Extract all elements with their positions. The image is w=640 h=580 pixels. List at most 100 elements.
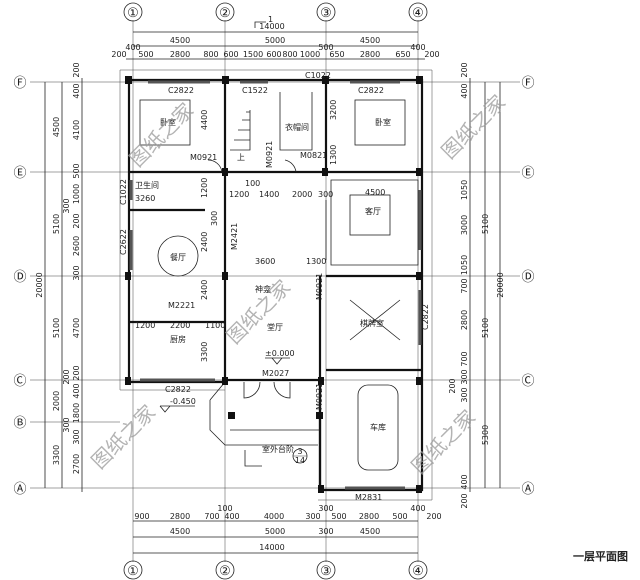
axis-label-2-bottom: ② xyxy=(219,564,231,579)
room-living: 客厅 xyxy=(365,206,381,216)
dim-text: 300 xyxy=(72,265,81,280)
dim-text: 500 xyxy=(392,512,407,521)
axis-label-1-bottom: ① xyxy=(127,564,139,579)
dim-text: 1050 xyxy=(460,255,469,275)
dim-text: 650 xyxy=(329,50,344,59)
window-tag: C2822 xyxy=(421,304,430,330)
dim-text: 2000 xyxy=(52,391,61,411)
dim-text: 300 xyxy=(62,417,71,432)
door-tag: M0821 xyxy=(300,151,327,160)
room-kitchen: 厨房 xyxy=(170,334,186,344)
dim-text: 3200 xyxy=(329,100,338,120)
dim-text: 2800 xyxy=(170,50,190,59)
dim-text: 700 xyxy=(460,278,469,293)
dim-text: 1100 xyxy=(205,321,225,330)
axis-label-D: Ⓓ xyxy=(13,270,26,285)
dimension-lines xyxy=(44,31,501,554)
dim-text: 4700 xyxy=(72,318,81,338)
dim-bottom-total: 14000 xyxy=(259,543,284,552)
dim-text: 200 xyxy=(424,50,439,59)
door-tag: M2027 xyxy=(262,369,289,378)
dim-text: 100 xyxy=(245,179,260,188)
dim-text: 700 xyxy=(460,351,469,366)
axis-label-A: Ⓐ xyxy=(13,482,26,497)
room-labels: 卧室 衣帽间 卧室 卫生间 客厅 餐厅 神龛 堂厅 厨房 棋牌室 车库 上 xyxy=(135,117,391,432)
door-tag: M2421 xyxy=(230,223,239,250)
dim-text: 500 xyxy=(72,163,81,178)
window-tag: C1022 xyxy=(305,71,331,80)
axis-label-3-bottom: ③ xyxy=(320,564,332,579)
dim-text: 800 xyxy=(282,50,297,59)
dim-bottom-bay: 4500 xyxy=(360,527,380,536)
level-marker-icon xyxy=(265,357,290,365)
dim-text: 200 xyxy=(448,378,457,393)
dim-bottom-detail: 900 2800 700 100 400 4000 300 300 300 50… xyxy=(134,504,441,536)
dim-text: 200 xyxy=(460,62,469,77)
watermark-text: 图纸之家 xyxy=(407,405,481,479)
dim-text: 800 xyxy=(203,50,218,59)
detail-ref-label: 室外台阶 xyxy=(262,444,294,454)
dim-text: 2800 xyxy=(360,50,380,59)
dim-text: 200 xyxy=(460,493,469,508)
porch-level: -0.450 xyxy=(170,397,196,406)
dim-text: 200 xyxy=(72,213,81,228)
axis-label-F: Ⓕ xyxy=(13,76,26,91)
dim-text: 1300 xyxy=(329,145,338,165)
dim-text: 400 xyxy=(72,83,81,98)
stair-up-label: 上 xyxy=(237,153,245,162)
dim-text: 400 xyxy=(125,43,140,52)
dim-text: 4100 xyxy=(72,120,81,140)
dim-text: 200 xyxy=(111,50,126,59)
dim-text: 2400 xyxy=(200,280,209,300)
axis-label-E-right: Ⓔ xyxy=(521,166,534,181)
room-garage: 车库 xyxy=(370,422,386,432)
dim-top-detail: 200 400 500 2800 800 600 1500 600 800 10… xyxy=(111,43,439,59)
dim-bottom-bay: 5000 xyxy=(265,527,285,536)
axis-label-D-right: Ⓓ xyxy=(521,270,534,285)
window-tag: C1522 xyxy=(242,86,268,95)
room-bedroom-left: 卧室 xyxy=(160,117,176,127)
dim-text: 300 xyxy=(318,527,333,536)
dim-text: 300 xyxy=(305,512,320,521)
dim-right-bay: 5100 xyxy=(481,318,490,338)
room-bathroom: 卫生间 xyxy=(135,180,159,190)
axis-bubbles: ① ② ③ ④ ① ② ③ ④ Ⓕ Ⓔ Ⓓ Ⓒ Ⓑ Ⓐ Ⓕ Ⓔ Ⓓ Ⓒ Ⓐ xyxy=(13,2,535,580)
dim-text: 300 xyxy=(460,387,469,402)
walls xyxy=(119,69,433,501)
window-tag: C2822 xyxy=(168,86,194,95)
dim-text: 500 xyxy=(331,512,346,521)
dim-text: 2400 xyxy=(200,232,209,252)
dim-text: 1200 xyxy=(135,321,155,330)
dim-left-total: 20000 xyxy=(35,272,44,297)
axis-label-4-bottom: ④ xyxy=(412,564,424,579)
dim-text: 400 xyxy=(410,43,425,52)
watermarks: 图纸之家 图纸之家 图纸之家 图纸之家 图纸之家 xyxy=(87,90,511,479)
dim-top-total: 14000 xyxy=(259,22,284,31)
dim-text: 3300 xyxy=(52,445,61,465)
watermark-text: 图纸之家 xyxy=(437,90,511,164)
dim-text: 400 xyxy=(460,83,469,98)
dim-text: 650 xyxy=(395,50,410,59)
dim-text: 1300 xyxy=(306,257,326,266)
dim-left-detail: 200 400 4100 500 1000 300 200 2600 300 4… xyxy=(62,62,81,474)
dim-text: 300 xyxy=(318,190,333,199)
dim-text: 400 xyxy=(72,383,81,398)
axis-label-3: ③ xyxy=(320,6,332,21)
axis-label-1: ① xyxy=(127,6,139,21)
section-mark-top xyxy=(254,21,266,28)
dim-text: 400 xyxy=(460,474,469,489)
detail-ref-sheet: 14 xyxy=(295,456,305,465)
dim-right-detail: 200 400 1050 3000 1050 700 2800 700 300 … xyxy=(448,62,490,508)
window-tag: C2822 xyxy=(165,385,191,394)
door-tag: M0921 xyxy=(265,141,274,168)
watermark-text: 图纸之家 xyxy=(87,400,161,474)
room-dining: 餐厅 xyxy=(170,253,186,262)
dim-text: 400 xyxy=(224,512,239,521)
dim-text: 2700 xyxy=(72,454,81,474)
dim-text: 700 xyxy=(204,512,219,521)
dim-text: 1800 xyxy=(72,403,81,423)
door-tag: M0921 xyxy=(190,153,217,162)
dim-text: 4500 xyxy=(365,188,385,197)
dim-text: 300 xyxy=(460,369,469,384)
